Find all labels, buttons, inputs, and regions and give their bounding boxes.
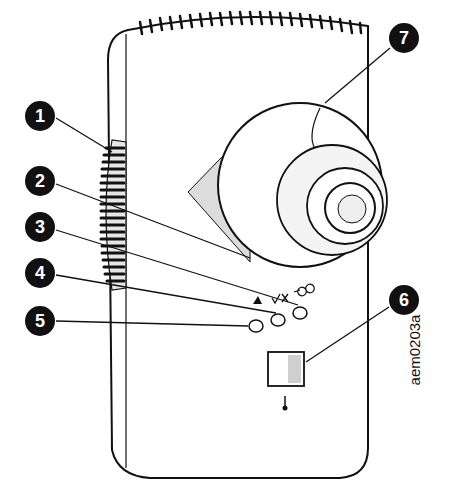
- callout-number: 5: [25, 306, 55, 336]
- callout-number: 6: [389, 285, 419, 315]
- callout-number: 4: [25, 258, 55, 288]
- callout-number: 3: [25, 212, 55, 242]
- callout-number: 2: [25, 166, 55, 196]
- figure-code: aem0203a: [406, 315, 423, 386]
- callout-number: 7: [389, 23, 419, 53]
- callout-number: 1: [25, 101, 55, 131]
